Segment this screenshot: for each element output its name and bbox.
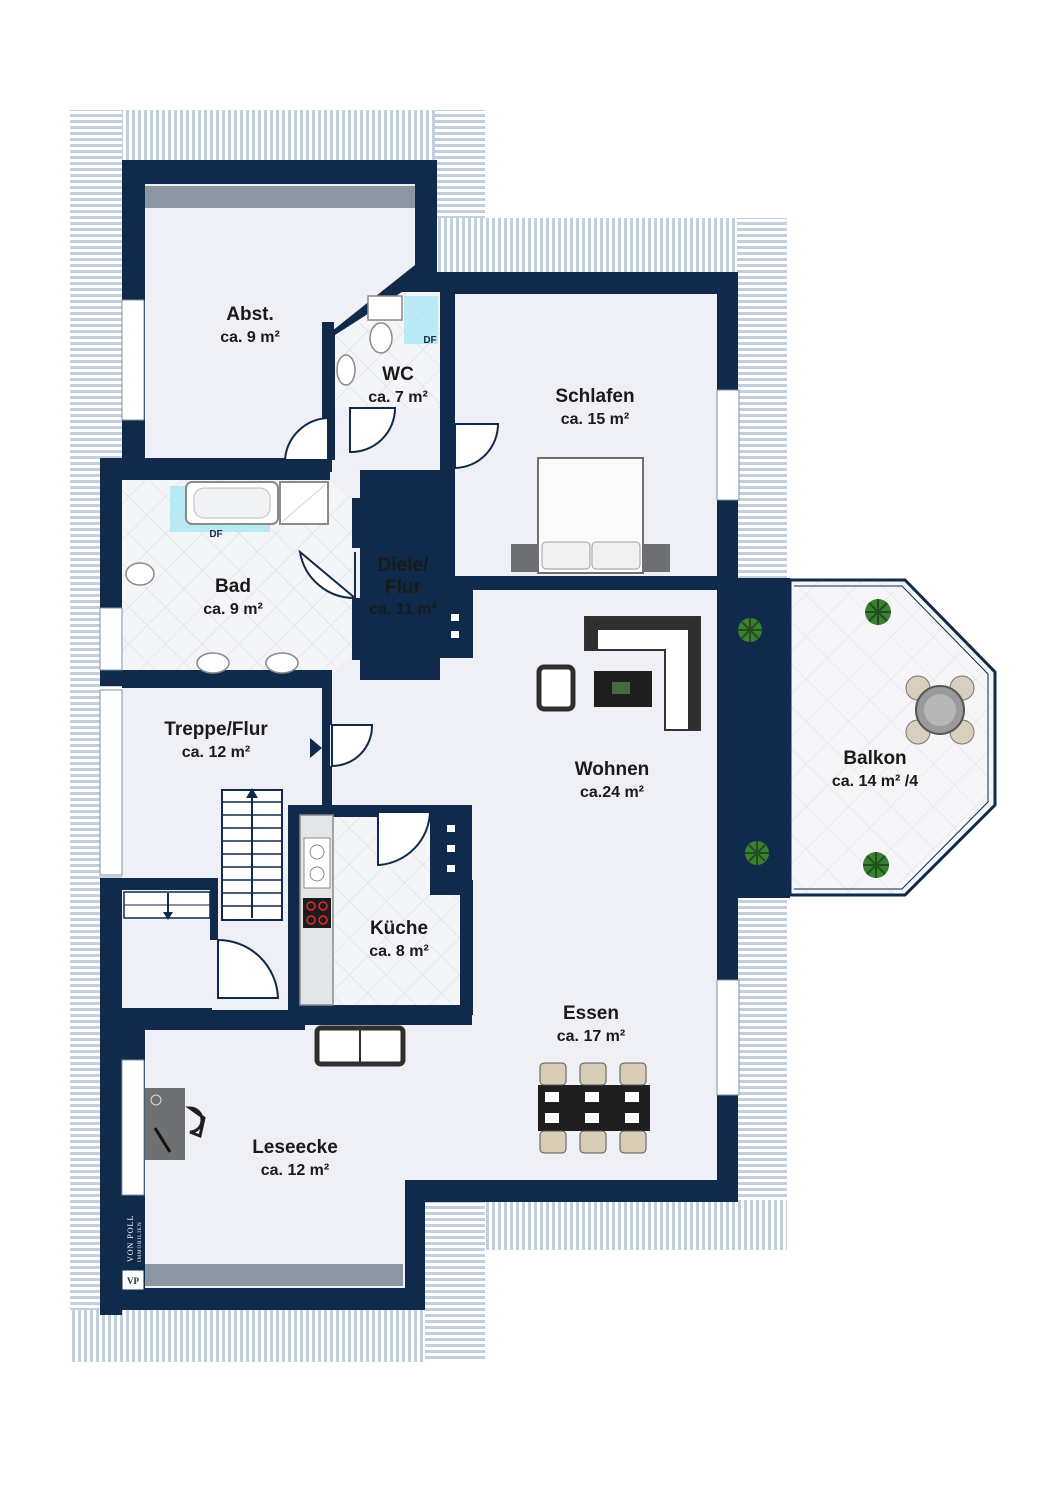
logo-monogram: VP [127, 1276, 139, 1286]
desk-icon [145, 1088, 185, 1160]
office-chair-icon [185, 1106, 206, 1139]
toilet-icon [125, 562, 155, 586]
room-area-essen: ca. 17 m² [557, 1028, 625, 1045]
stair-icon [123, 738, 322, 921]
room-name-diele-2: Flur [385, 577, 421, 598]
room-area-kueche: ca. 8 m² [369, 943, 429, 960]
dining-table-icon [538, 1062, 650, 1154]
room-name-schlafen: Schlafen [555, 386, 634, 407]
windows [99, 186, 740, 1286]
room-area-schlafen: ca. 15 m² [561, 411, 629, 428]
toilet-icon [369, 322, 393, 354]
room-name-treppe: Treppe/Flur [164, 719, 268, 740]
room-name-abst: Abst. [226, 304, 274, 325]
logo-text: VON POLL [126, 1215, 135, 1262]
credit-label: McGrundriss [724, 1133, 734, 1185]
room-name-balkon: Balkon [843, 748, 906, 769]
room-area-leseecke: ca. 12 m² [261, 1162, 329, 1179]
armchair-icon [536, 664, 576, 712]
room-area-wc: ca. 7 m² [368, 389, 428, 406]
sink-icon [336, 354, 356, 386]
sink-icon [265, 652, 299, 674]
round-table-icon [905, 675, 975, 745]
room-area-wohnen: ca.24 m² [580, 784, 644, 801]
room-area-abst: ca. 9 m² [220, 329, 280, 346]
room-name-diele-1: Diele/ [378, 555, 429, 576]
reading-furniture [145, 1025, 406, 1160]
room-area-balkon: ca. 14 m² /4 [832, 773, 918, 790]
room-name-essen: Essen [563, 1003, 619, 1024]
door-swings [217, 407, 500, 999]
room-labels: Abst. ca. 9 m² WC ca. 7 m² Schlafen ca. … [164, 304, 918, 1179]
sink-icon [196, 652, 230, 674]
bed-icon [511, 457, 670, 574]
room-name-wohnen: Wohnen [575, 759, 650, 780]
room-area-bad: ca. 9 m² [203, 601, 263, 618]
plant-icon [738, 599, 891, 878]
skylight-label-wc: DF [423, 335, 436, 346]
stove-icon [303, 898, 331, 928]
vent-markers [447, 614, 459, 872]
room-area-treppe: ca. 12 m² [182, 744, 250, 761]
living-furniture [536, 616, 701, 731]
sink-icon [303, 837, 331, 889]
roof-hatch-icon [361, 480, 439, 528]
kitchen-fixtures [299, 814, 334, 1006]
room-name-bad: Bad [215, 576, 251, 597]
room-name-leseecke: Leseecke [252, 1137, 338, 1158]
logo-subtext: IMMOBILIEN [138, 1221, 143, 1262]
room-name-wc: WC [382, 364, 414, 385]
room-area-diele: ca. 11 m² [369, 601, 437, 618]
interior-walls [100, 292, 740, 1315]
skylight-wc-glow [404, 296, 438, 344]
bathroom-fixtures [125, 295, 438, 674]
brand-logo: VP VON POLL IMMOBILIEN [121, 1215, 145, 1291]
skylight-label-bath: DF [209, 529, 222, 540]
room-name-kueche: Küche [370, 918, 428, 939]
